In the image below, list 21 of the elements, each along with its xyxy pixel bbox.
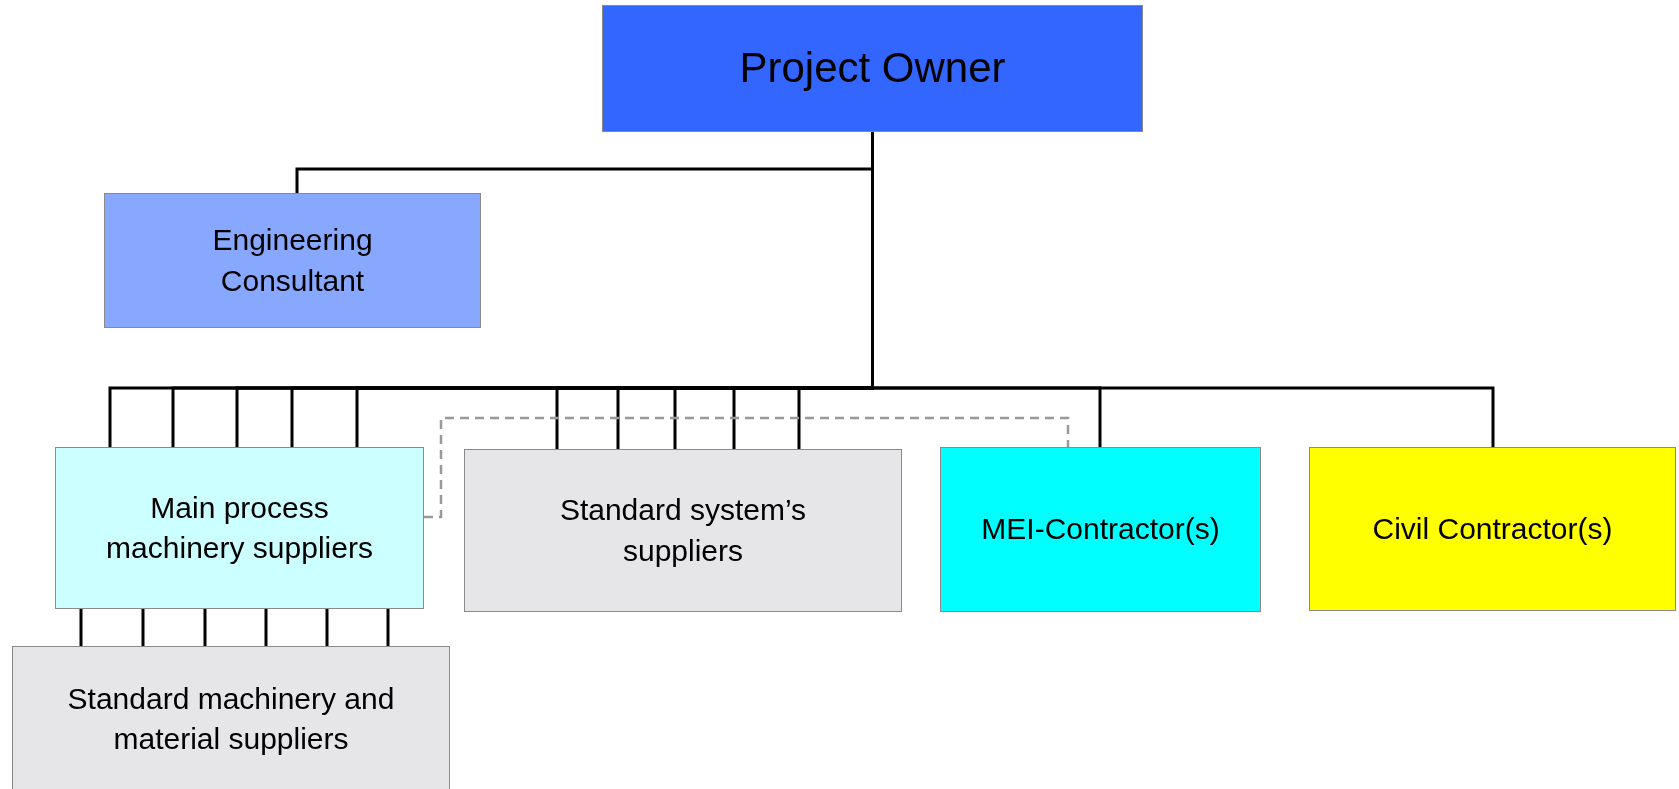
connector-line (203, 609, 207, 646)
org-chart-box (55, 447, 424, 609)
dashed-connector (424, 416, 1070, 519)
org-chart-box (602, 5, 1143, 132)
org-chart-box (1309, 447, 1676, 611)
connector-line (325, 609, 329, 646)
box-label: Standard system’s suppliers (558, 492, 808, 569)
box-label: MEI-Contractor(s) (981, 511, 1220, 548)
connector-line (386, 609, 390, 646)
box-label: Main process machinery suppliers (105, 489, 374, 566)
org-chart-box (12, 646, 450, 789)
box-label: Standard machinery and material suppliers (66, 680, 396, 757)
connector-line (79, 609, 83, 646)
org-chart-box (464, 449, 902, 612)
org-chart-box (940, 447, 1261, 612)
box-label: Project Owner (739, 43, 1006, 94)
org-chart-box (104, 193, 481, 328)
box-label: Civil Contractor(s) (1372, 510, 1613, 547)
box-label: Engineering Consultant (211, 222, 374, 299)
connector-line (264, 609, 268, 646)
connector-line (141, 609, 145, 646)
